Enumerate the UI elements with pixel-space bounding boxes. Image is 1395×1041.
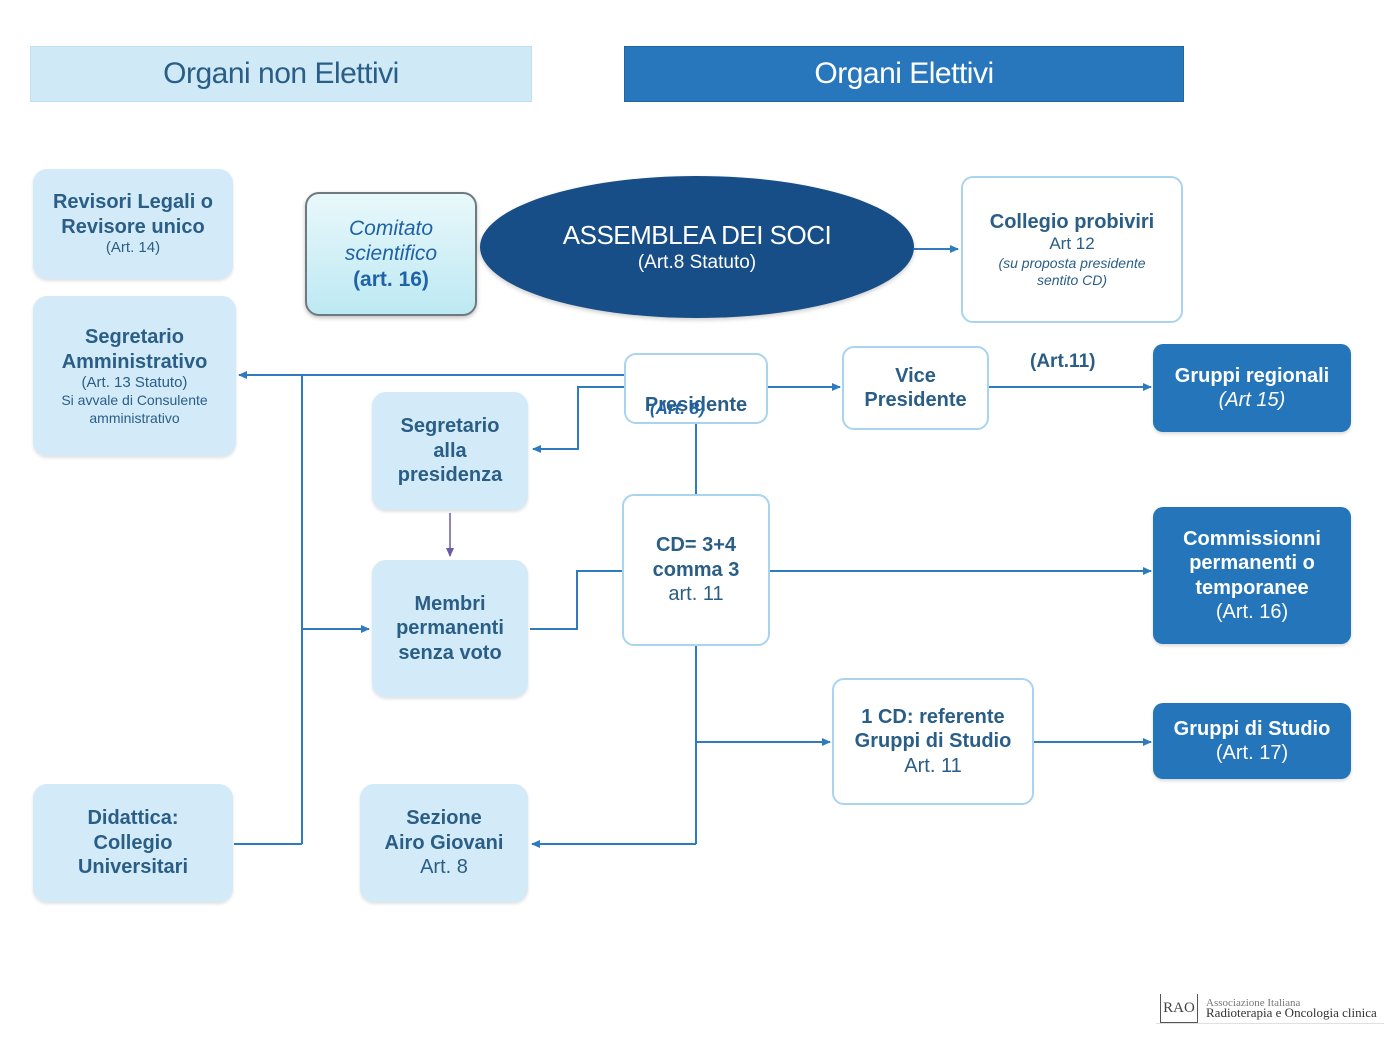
segretario-pres-line3: presidenza [397,464,503,487]
airo-logo-text: Associazione Italiana Radioterapia e Onc… [1206,998,1377,1019]
node-collegio-probiviri: Collegio probiviri Art 12 (su proposta p… [961,176,1183,323]
didattica-line2: Collegio [93,831,173,854]
airo-logo-mark: RAO [1160,994,1198,1023]
node-gruppi-regionali: Gruppi regionali (Art 15) [1153,344,1351,432]
node-comitato-scientifico: Comitato scientifico (art. 16) [305,192,477,316]
cd-ref: art. 11 [668,583,724,606]
collegio-note1: (su proposta presidente [998,254,1146,271]
segretario-amm-note1: Si avvale di Consulente [61,392,208,409]
referente-line2: Gruppi di Studio [854,730,1012,753]
assemblea-title: ASSEMBLEA DEI SOCI [562,219,832,250]
node-assemblea-dei-soci: ASSEMBLEA DEI SOCI (Art.8 Statuto) [480,176,914,318]
didattica-line1: Didattica: [87,807,179,830]
revisori-line2: Revisore unico [61,215,205,238]
segretario-amm-note2: amministrativo [89,409,180,426]
segretario-pres-line2: alla [433,439,467,462]
airo-logo-line1: Associazione Italiana [1206,998,1301,1006]
referente-ref: Art. 11 [904,754,962,777]
node-membri-permanenti: Membri permanenti senza voto [372,560,528,697]
node-revisori-legali: Revisori Legali o Revisore unico (Art. 1… [33,169,233,279]
edge-cd-membri [530,570,622,630]
membri-line3: senza voto [398,641,502,664]
membri-line1: Membri [414,592,486,615]
collegio-note2: sentito CD) [1036,272,1108,289]
commissioni-line3: temporanee [1195,576,1309,599]
sezione-line1: Sezione [406,807,482,830]
segretario-amm-line1: Segretario [85,326,184,349]
segretario-pres-line1: Segretario [400,415,500,438]
node-gruppi-di-studio: Gruppi di Studio (Art. 17) [1153,703,1351,779]
header-organi-non-elettivi: Organi non Elettivi [30,46,532,102]
gruppi-studio-ref: (Art. 17) [1215,742,1289,764]
didattica-line3: Universitari [77,856,189,879]
art11-label: (Art.11) [1030,351,1096,372]
comitato-ref: (art. 16) [353,267,429,291]
node-presidente: Presidente [624,353,768,424]
collegio-ref: Art 12 [1049,234,1095,254]
segretario-amm-line2: Amministrativo [61,350,208,373]
airo-logo-line2: Radioterapia e Oncologia clinica [1206,1005,1377,1020]
node-commissioni: Commissionni permanenti o temporanee (Ar… [1153,507,1351,644]
node-segretario-amministrativo: Segretario Amministrativo (Art. 13 Statu… [33,296,236,456]
comitato-line2: scientifico [344,242,438,266]
gruppi-studio-title: Gruppi di Studio [1173,717,1331,740]
segretario-amm-ref: (Art. 13 Statuto) [81,374,188,392]
revisori-ref: (Art. 14) [105,239,161,257]
vice-line2: Presidente [864,389,967,411]
node-didattica: Didattica: Collegio Universitari [33,784,233,902]
header-organi-elettivi: Organi Elettivi [624,46,1184,102]
gruppi-regionali-title: Gruppi regionali [1174,364,1330,387]
cd-line2: comma 3 [652,558,740,581]
edge-presidente-segretario-pres [532,386,624,453]
node-vice-presidente: Vice Presidente [842,346,989,430]
node-segretario-presidenza: Segretario alla presidenza [372,392,528,510]
comitato-line1: Comitato [348,216,434,240]
commissioni-ref: (Art. 16) [1215,600,1289,623]
gruppi-regionali-ref: (Art 15) [1218,389,1286,411]
commissioni-line1: Commissionni [1183,527,1321,550]
commissioni-line2: permanenti o [1189,552,1315,575]
vice-line1: Vice [895,364,936,387]
sezione-line2: Airo Giovani [384,831,504,854]
presidente-ref: (Art. 8) [650,399,705,418]
node-sezione-airo-giovani: Sezione Airo Giovani Art. 8 [360,784,528,902]
node-referente-gruppi-studio: 1 CD: referente Gruppi di Studio Art. 11 [832,678,1034,805]
membri-line2: permanenti [396,617,504,640]
node-cd: CD= 3+4 comma 3 art. 11 [622,494,770,646]
cd-line1: CD= 3+4 [655,534,737,557]
presidente-title: Presidente [644,393,748,416]
collegio-title: Collegio probiviri [989,210,1155,233]
sezione-ref: Art. 8 [420,856,468,879]
assemblea-ref: (Art.8 Statuto) [637,252,757,274]
revisori-line1: Revisori Legali o [52,191,214,214]
airo-logo: RAO Associazione Italiana Radioterapia e… [1156,994,1384,1024]
referente-line1: 1 CD: referente [861,705,1005,728]
